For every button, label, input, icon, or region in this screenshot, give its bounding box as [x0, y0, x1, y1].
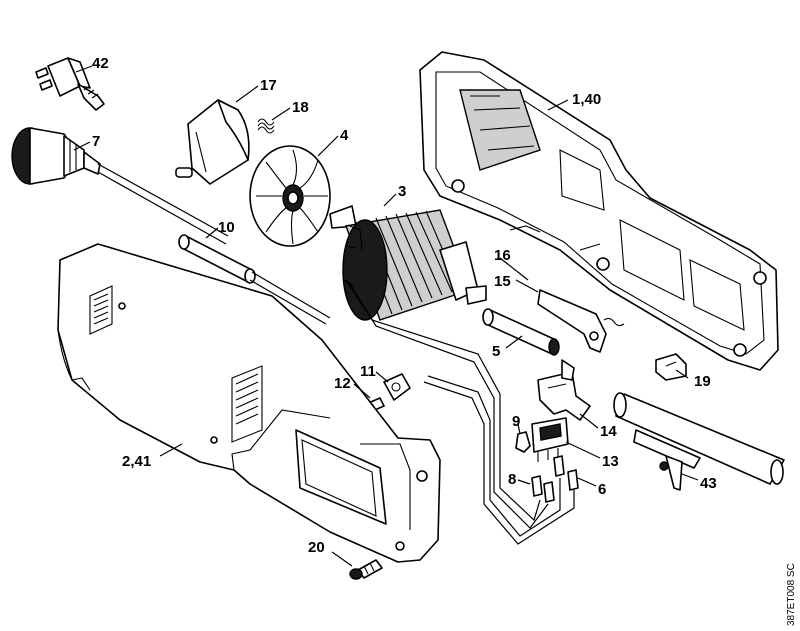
part-housing-half-upper	[419, 51, 779, 371]
callout-20: 20	[308, 539, 325, 556]
part-connectors	[531, 455, 579, 503]
part-trigger	[537, 359, 591, 421]
callout-1-40: 1,40	[572, 91, 601, 108]
callout-9: 9	[512, 413, 520, 430]
part-switch	[531, 417, 569, 462]
callout-6: 6	[598, 481, 606, 498]
part-small-block	[655, 353, 687, 381]
callout-14: 14	[600, 423, 617, 440]
callout-10: 10	[218, 219, 235, 236]
callout-labels: 42 7 17 18 4 3 1,40 10 16 15 5 11 12 19 …	[92, 55, 717, 556]
part-fan-shroud	[175, 99, 250, 185]
callout-43: 43	[700, 475, 717, 492]
part-motor-armature	[329, 205, 487, 321]
callout-12: 12	[334, 375, 351, 392]
part-terminal	[515, 431, 531, 453]
part-fan	[249, 145, 331, 247]
part-extension-tube	[613, 392, 785, 485]
callout-11: 11	[360, 363, 376, 380]
part-housing-half-lower	[57, 243, 441, 563]
part-cable-clamp	[383, 373, 411, 401]
part-cord-sleeve	[178, 234, 331, 325]
part-trigger-lock	[633, 429, 701, 491]
callout-5: 5	[492, 343, 500, 360]
motor-lead-wires	[345, 279, 575, 545]
callout-42: 42	[92, 55, 109, 72]
callout-2-41: 2,41	[122, 453, 151, 470]
callout-18: 18	[292, 99, 309, 116]
callout-19: 19	[694, 373, 711, 390]
callout-15: 15	[494, 273, 511, 290]
part-power-cord	[11, 127, 229, 245]
callout-16: 16	[494, 247, 511, 264]
callout-3: 3	[398, 183, 406, 200]
part-power-plug	[35, 57, 105, 111]
callout-4: 4	[340, 127, 349, 144]
drawing-reference-code: 387ET008 SC	[786, 563, 797, 626]
callout-17: 17	[260, 77, 277, 94]
part-housing-screw	[349, 559, 383, 580]
part-spring	[257, 118, 275, 134]
part-rocker-lever	[537, 289, 625, 353]
callout-8: 8	[508, 471, 516, 488]
callout-7: 7	[92, 133, 100, 150]
callout-13: 13	[602, 453, 619, 470]
part-brush-tube	[482, 308, 560, 356]
leader-lines	[73, 65, 699, 567]
